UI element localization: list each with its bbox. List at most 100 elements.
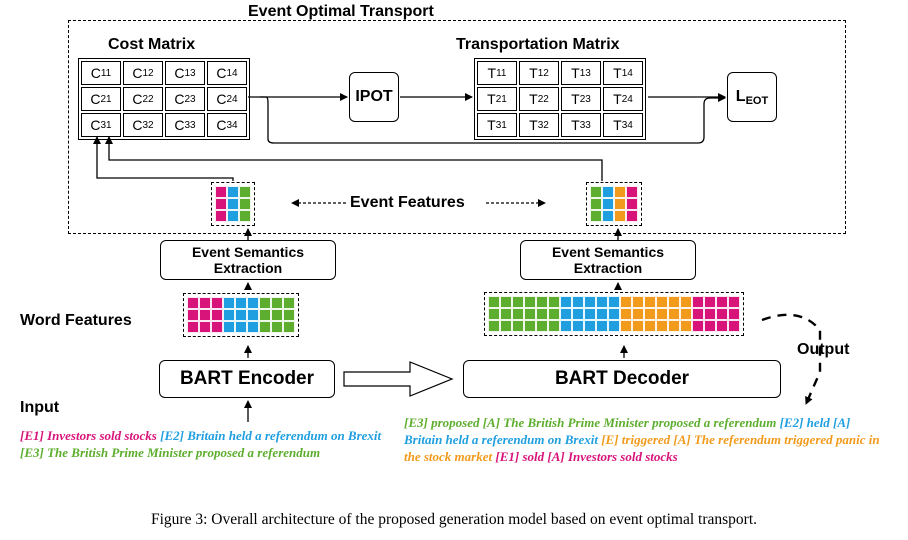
feature-cell bbox=[614, 198, 626, 210]
feature-cell bbox=[187, 297, 199, 309]
feature-cell bbox=[223, 321, 235, 333]
arrow-dec-events-to-cost bbox=[105, 136, 603, 181]
feature-cell bbox=[626, 210, 638, 222]
feature-cell bbox=[199, 321, 211, 333]
feature-cell bbox=[632, 308, 644, 320]
feature-cell bbox=[239, 198, 251, 210]
text-segment: [E2] held [A] Britain held a referendum … bbox=[404, 415, 851, 447]
feature-cell bbox=[259, 309, 271, 321]
feature-cell bbox=[488, 320, 500, 332]
feature-cell bbox=[656, 308, 668, 320]
feature-cell bbox=[584, 320, 596, 332]
feature-cell bbox=[596, 320, 608, 332]
feature-cell bbox=[223, 297, 235, 309]
feature-cell bbox=[536, 296, 548, 308]
feature-cell bbox=[488, 296, 500, 308]
feature-cell bbox=[235, 297, 247, 309]
feature-cell bbox=[728, 296, 740, 308]
feature-cell bbox=[590, 210, 602, 222]
text-segment: [E] triggered [A] The referendum trigger… bbox=[404, 432, 880, 464]
feature-cell bbox=[656, 320, 668, 332]
text-segment: [E1] sold [A] Investors sold stocks bbox=[495, 449, 678, 464]
feature-cell bbox=[620, 320, 632, 332]
feature-cell bbox=[680, 296, 692, 308]
event-ot-frame bbox=[68, 20, 846, 234]
text-segment: [E1] Investors sold stocks bbox=[20, 428, 161, 443]
feature-cell bbox=[560, 320, 572, 332]
feature-cell bbox=[584, 296, 596, 308]
word-features-label: Word Features bbox=[20, 312, 132, 329]
feature-cell bbox=[488, 308, 500, 320]
feature-cell bbox=[584, 308, 596, 320]
feature-cell bbox=[247, 321, 259, 333]
feature-cell bbox=[271, 309, 283, 321]
feature-cell bbox=[239, 186, 251, 198]
feature-cell bbox=[215, 210, 227, 222]
feature-cell bbox=[259, 321, 271, 333]
feature-cell bbox=[602, 198, 614, 210]
feature-cell bbox=[626, 198, 638, 210]
feature-cell bbox=[227, 186, 239, 198]
feature-cell bbox=[500, 320, 512, 332]
feature-cell bbox=[596, 308, 608, 320]
feature-cell bbox=[692, 308, 704, 320]
feature-cell bbox=[524, 308, 536, 320]
decoder-event-features bbox=[586, 182, 642, 226]
feature-cell bbox=[215, 186, 227, 198]
feature-cell bbox=[602, 210, 614, 222]
ipot-box: IPOT bbox=[349, 72, 399, 122]
feature-cell bbox=[572, 320, 584, 332]
feature-cell bbox=[524, 320, 536, 332]
feature-cell bbox=[239, 210, 251, 222]
feature-cell bbox=[199, 297, 211, 309]
feature-cell bbox=[716, 320, 728, 332]
feature-cell bbox=[259, 297, 271, 309]
input-text: [E1] Investors sold stocks [E2] Britain … bbox=[20, 427, 400, 461]
feature-cell bbox=[560, 296, 572, 308]
feature-cell bbox=[536, 320, 548, 332]
feature-cell bbox=[283, 297, 295, 309]
feature-cell bbox=[632, 320, 644, 332]
feature-cell bbox=[524, 296, 536, 308]
arrow-cost-bypass-to-loss bbox=[248, 94, 726, 144]
feature-cell bbox=[728, 308, 740, 320]
loss-label: L bbox=[735, 88, 746, 105]
feature-cell bbox=[211, 309, 223, 321]
feature-cell bbox=[716, 296, 728, 308]
feature-cell bbox=[548, 308, 560, 320]
text-segment: [E3] proposed [A] The British Prime Mini… bbox=[404, 415, 780, 430]
output-label: Output bbox=[797, 341, 850, 358]
feature-cell bbox=[247, 309, 259, 321]
figure-caption: Figure 3: Overall architecture of the pr… bbox=[150, 511, 758, 528]
output-text: [E3] proposed [A] The British Prime Mini… bbox=[404, 414, 884, 465]
feature-cell bbox=[227, 198, 239, 210]
feature-cell bbox=[620, 296, 632, 308]
feature-cell bbox=[716, 308, 728, 320]
feature-cell bbox=[602, 186, 614, 198]
feature-cell bbox=[548, 320, 560, 332]
feature-cell bbox=[548, 296, 560, 308]
event-features-label: Event Features bbox=[350, 194, 465, 211]
transport-matrix-label: Transportation Matrix bbox=[456, 36, 620, 53]
feature-cell bbox=[227, 210, 239, 222]
bart-decoder-box: BART Decoder bbox=[463, 360, 781, 398]
feature-cell bbox=[211, 321, 223, 333]
